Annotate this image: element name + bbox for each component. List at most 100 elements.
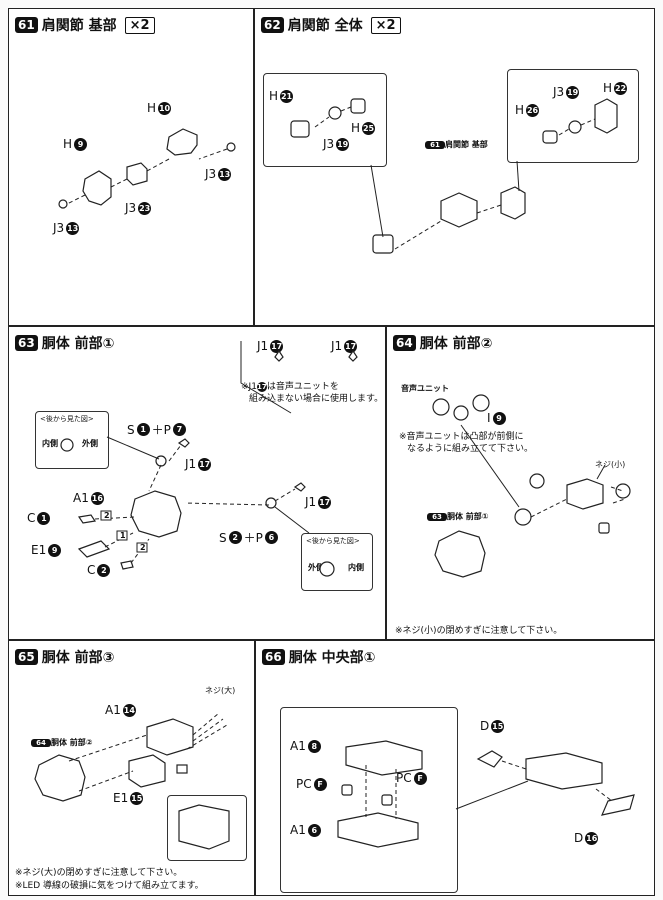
step-number: 64 [393,335,416,351]
part-a1-14 [146,718,194,756]
shoulder-part-left [372,234,394,254]
part-c2 [120,560,134,570]
part-j3-13b [58,199,68,209]
part-d16 [600,794,635,816]
step-title-text: 肩関節 全体 [287,18,363,34]
part-a1-6 [337,812,419,848]
part-s2p6 [265,497,277,509]
body-front2 [34,754,86,802]
part-j3-19 [328,106,342,120]
step-title: 63 胴体 前部① [15,333,114,353]
detail-box-left [263,73,387,167]
footnote-led: ※LED 導線の破損に気をつけて組み立てます。 [15,881,204,891]
part-a1-16 [130,490,182,538]
part-s1p7 [155,455,167,467]
step-62-diagram [290,98,618,254]
seq-box-2b [136,542,148,553]
rear-view-box-2: <後から見た図> 外側 内側 [301,533,373,591]
sound-unit-installed [514,508,532,526]
part-h9 [82,170,112,206]
seq-label-2b: 2 [140,543,146,552]
led-detail [178,804,230,850]
step-61-diagram [58,128,236,209]
warning-icon-a [453,405,469,421]
step-title-text: 胴体 前部③ [41,650,115,666]
part-e1-9 [77,540,111,558]
j1-usage-note: ※J117は音声ユニットを 組み込まない場合に使用します。 [241,382,384,404]
part-h10 [166,128,198,156]
screw-large-label: ネジ(大) [205,686,236,695]
step-title: 65 胴体 前部③ [15,647,114,667]
step-number: 63 [15,335,38,351]
seq-label-2a: 2 [104,511,110,520]
step-63-diagram [60,341,358,577]
seq-box-2a [100,510,112,521]
shoulder-part-right [500,186,526,220]
part-pc-f-left [341,784,353,796]
part-j3-19b [568,120,582,134]
rear-plate [566,478,604,510]
step-number: 65 [15,649,38,665]
step-62-panel: 62 肩関節 全体 ×2 [254,8,655,326]
part-i9 [472,394,490,412]
step-number: 66 [262,649,285,665]
step-title: 61 肩関節 基部 ×2 [15,15,155,35]
part-j1-right [293,482,306,492]
part-h21 [290,120,310,138]
part-a1-8 [345,740,423,776]
footnote-screw-large: ※ネジ(大)の閉めすぎに注意して下さい。 [15,868,183,878]
center-body [525,752,603,790]
part-pc-f-right [381,794,393,806]
sound-unit-note: ※音声ユニットは凸部が前側になるように組み立てて下さい。 [399,432,534,454]
seq-label-1: 1 [120,531,126,540]
sound-unit [432,398,450,416]
part-j1-upper [177,438,190,448]
seq-box-1 [116,530,128,541]
part-d15 [476,750,503,768]
part-h22 [594,98,618,134]
rear-view-box-1: <後から見た図> 内側 外側 [35,411,109,469]
screw-small-label: ネジ(小) [595,460,626,469]
sound-unit-label: 音声ユニット [401,384,449,393]
step-number: 62 [261,17,284,33]
step-number: 61 [15,17,38,33]
step-title-text: 胴体 前部① [41,336,115,352]
part-j3-13 [226,142,236,152]
step-title: 66 胴体 中央部① [262,647,375,667]
part-c1 [77,514,97,524]
step-title-text: 胴体 中央部① [288,650,376,666]
part-e1-15 [128,754,166,788]
part-j1a [274,349,284,362]
